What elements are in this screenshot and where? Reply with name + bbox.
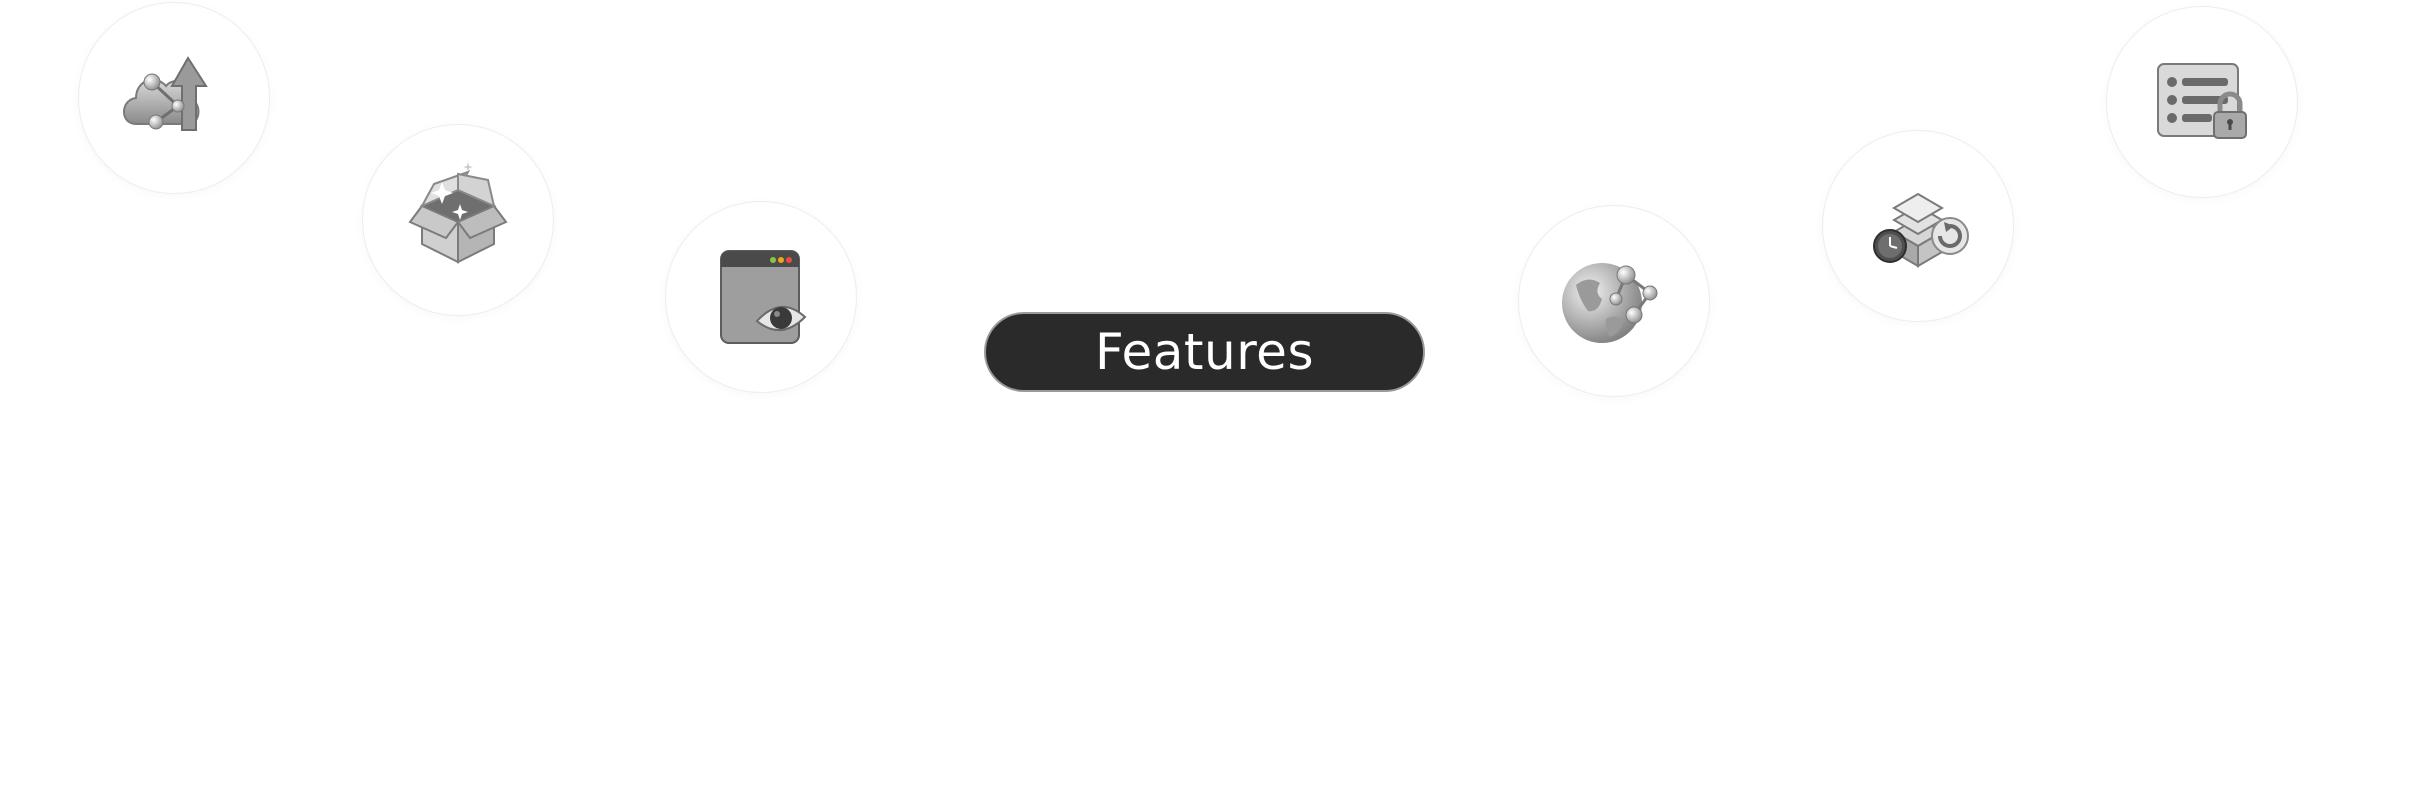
clock-layers-refresh-icon xyxy=(1873,192,1969,268)
feature-open-box[interactable] xyxy=(362,124,554,316)
cloud-upload-network-icon xyxy=(123,56,208,131)
locked-checklist-icon xyxy=(2157,63,2247,139)
globe-network-icon xyxy=(1562,263,1658,343)
feature-cloud-upload[interactable] xyxy=(78,2,270,194)
open-box-icon xyxy=(408,162,508,264)
browser-eye-icon xyxy=(720,250,807,344)
feature-clock-layers[interactable] xyxy=(1822,130,2014,322)
feature-locked-checklist[interactable] xyxy=(2106,6,2298,198)
feature-browser-eye[interactable] xyxy=(665,201,857,393)
features-button[interactable]: Features xyxy=(984,312,1425,392)
feature-globe-network[interactable] xyxy=(1518,205,1710,397)
